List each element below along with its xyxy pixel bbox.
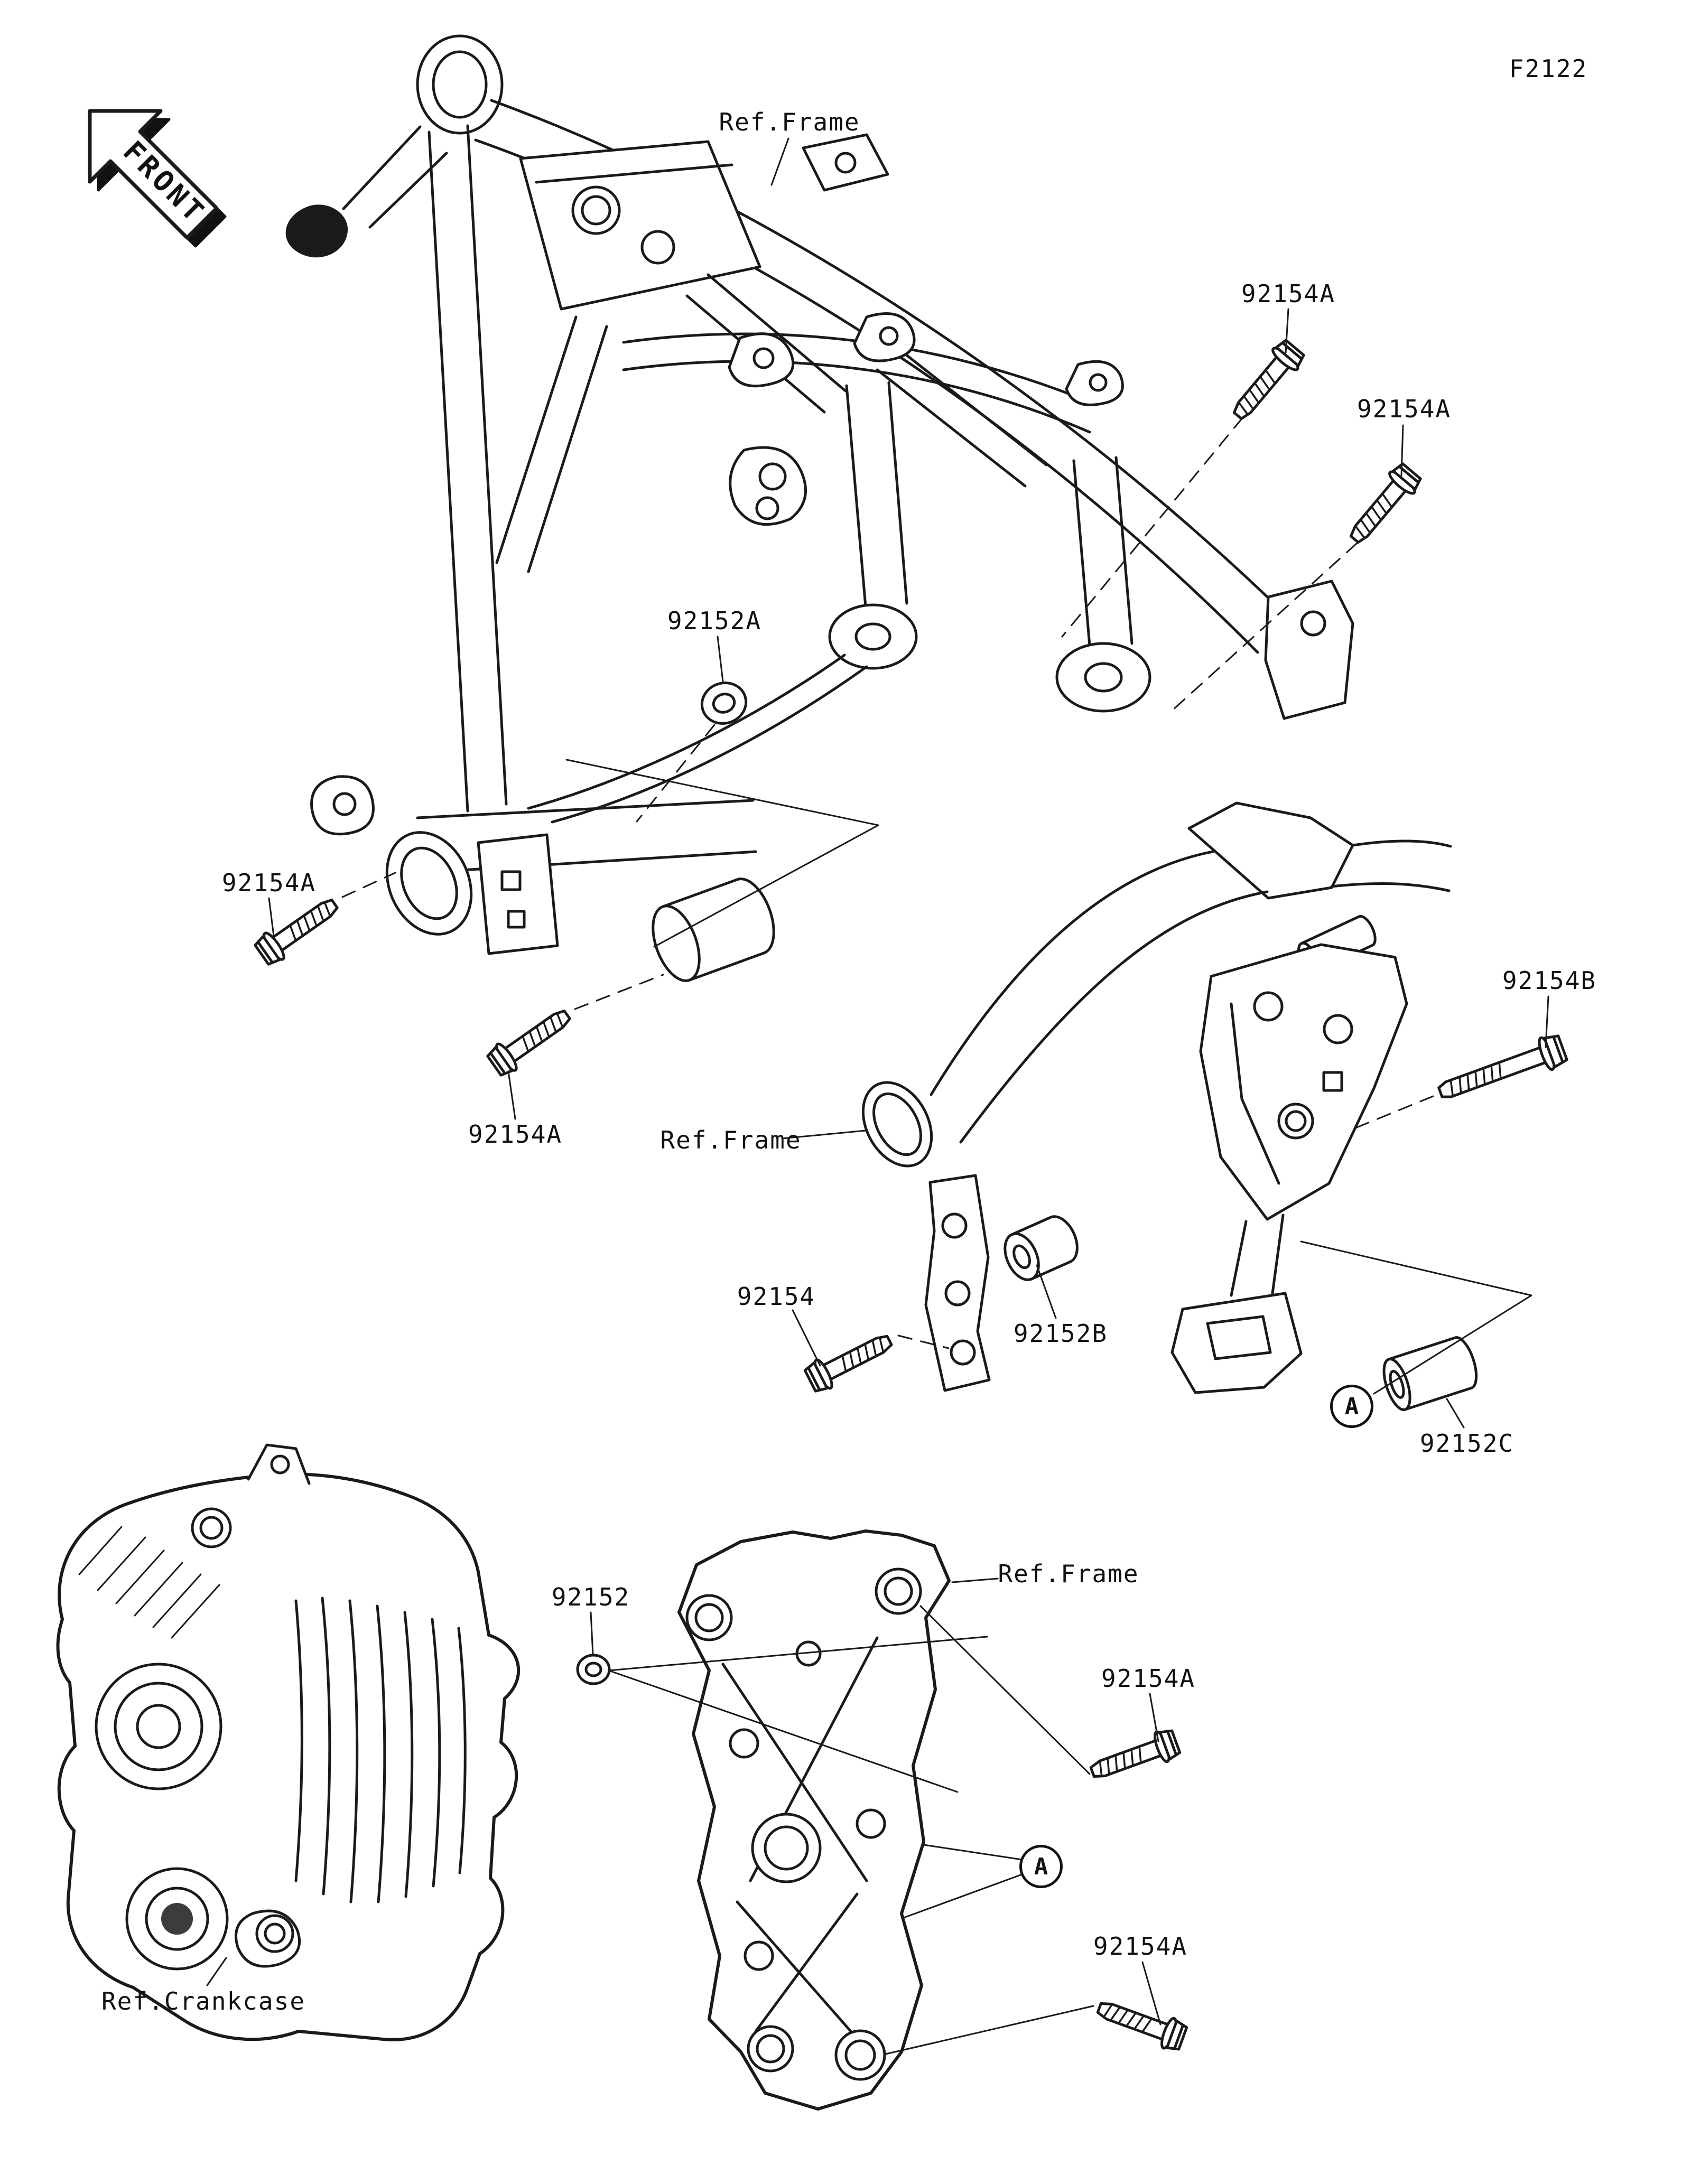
detail-marker-a-1: A bbox=[1330, 1385, 1373, 1428]
callout-92154a-1: 92154A bbox=[1241, 279, 1336, 308]
fiche-code: F2122 bbox=[1509, 54, 1588, 83]
callout-92154a-5: 92154A bbox=[1101, 1664, 1196, 1693]
callout-92152a: 92152A bbox=[667, 606, 762, 635]
callout-92154a-3: 92154A bbox=[221, 869, 317, 897]
frame-middle-art bbox=[861, 801, 1478, 1411]
callout-92152c: 92152C bbox=[1419, 1429, 1515, 1458]
crankcase-art bbox=[56, 1443, 520, 2041]
callout-ref-frame-mid: Ref.Frame bbox=[660, 1126, 802, 1154]
callout-ref-frame-bottom: Ref.Frame bbox=[998, 1560, 1139, 1588]
callout-92152b: 92152B bbox=[1013, 1319, 1108, 1348]
callout-lines bbox=[206, 137, 1549, 2055]
callout-92154: 92154 bbox=[737, 1282, 816, 1311]
callout-92154b: 92154B bbox=[1502, 966, 1597, 995]
engine-bracket-plate-art bbox=[576, 1529, 951, 2111]
front-arrow: FRONT bbox=[88, 109, 227, 248]
frame-top-art bbox=[285, 34, 1354, 982]
callout-92154a-4: 92154A bbox=[468, 1120, 563, 1149]
callout-92154a-2: 92154A bbox=[1356, 395, 1452, 423]
callout-92154a-6: 92154A bbox=[1093, 1932, 1188, 1961]
callout-92152: 92152 bbox=[551, 1583, 630, 1611]
detail-marker-a-2: A bbox=[1019, 1845, 1063, 1888]
callout-ref-crankcase: Ref.Crankcase bbox=[101, 1987, 306, 2015]
callout-ref-frame-top: Ref.Frame bbox=[719, 108, 860, 136]
